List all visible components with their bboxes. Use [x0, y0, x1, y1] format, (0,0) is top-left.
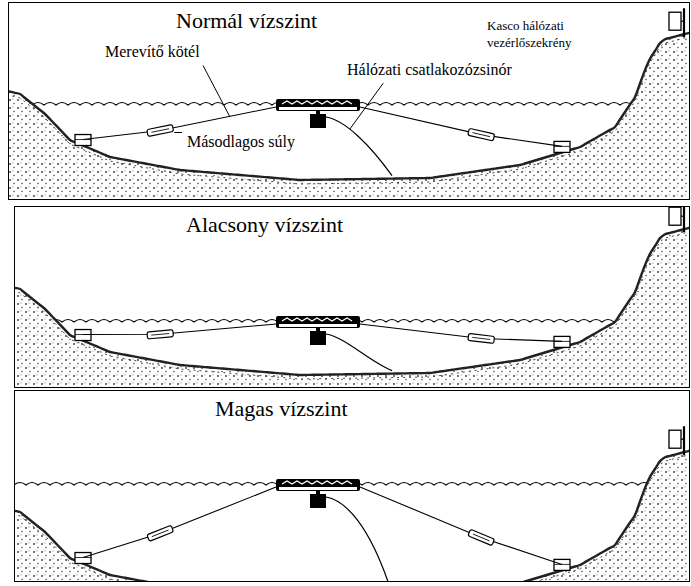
secondary-weight [147, 124, 174, 136]
lake-section [14, 426, 690, 582]
secondary-weight [468, 128, 495, 141]
lake-bed [14, 448, 690, 582]
lake-section [14, 206, 690, 388]
motor [310, 494, 326, 508]
panel-title: Magas vízszint [215, 397, 348, 421]
leader-line [174, 132, 182, 133]
motor [310, 114, 326, 128]
level-panel: Magas vízszint [14, 390, 690, 582]
power-cord [326, 117, 392, 176]
aerator-float [276, 99, 360, 128]
weight-label: Másodlagos súly [185, 132, 297, 153]
stiffening-rope [83, 487, 276, 558]
secondary-weight [147, 330, 174, 339]
stiffening-rope [83, 324, 276, 335]
lake-section [8, 8, 690, 200]
leader-line [350, 83, 383, 129]
panel-title: Normál vízszint [176, 9, 317, 33]
lake-bed [8, 30, 690, 200]
anchor-block [75, 553, 91, 564]
secondary-weight [468, 529, 495, 545]
control-box [669, 8, 684, 37]
control-box [669, 426, 684, 455]
bank-texture [14, 229, 690, 379]
anchor-block [75, 135, 91, 146]
aerator-float [276, 316, 360, 345]
bank-line [14, 448, 690, 582]
control-box-label: Kasco hálózati vezérlőszekrény [485, 18, 611, 52]
anchor-block [554, 559, 570, 570]
stiffening-rope [360, 487, 562, 564]
anchor-block [554, 336, 570, 347]
rope-label: Merevítő kötél [103, 42, 202, 63]
power-cord [326, 334, 392, 371]
power-cord [326, 497, 392, 582]
bank-line [14, 225, 690, 375]
bank-texture [14, 452, 690, 582]
secondary-weight [147, 525, 174, 541]
stiffening-rope [360, 324, 562, 341]
aerator-float [276, 479, 360, 508]
motor [310, 331, 326, 345]
level-panel: Alacsony vízszint [14, 206, 690, 388]
lake-bed [14, 225, 690, 388]
cord-label: Hálózati csatlakozózsinór [345, 60, 514, 81]
bank-texture [8, 34, 690, 184]
anchor-block [554, 141, 570, 152]
control-box [669, 206, 684, 232]
stiffening-rope [360, 107, 562, 146]
bank-line [8, 30, 690, 180]
leader-line [203, 65, 230, 116]
panel-title: Alacsony vízszint [186, 213, 343, 237]
secondary-weight [468, 333, 495, 343]
